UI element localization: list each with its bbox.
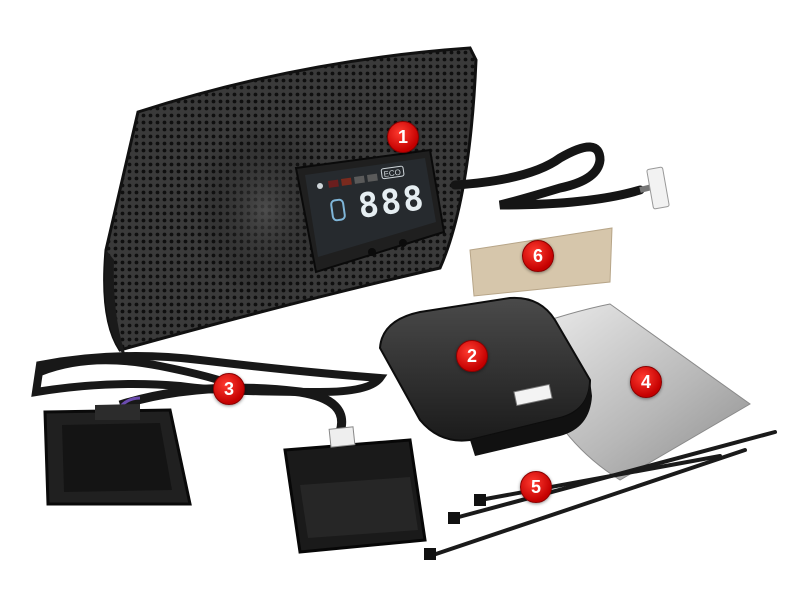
hud-display: ECO 888 <box>294 148 446 274</box>
control-box <box>378 296 592 456</box>
eco-indicator: ECO <box>380 165 405 180</box>
digit-readout: 888 <box>356 178 428 227</box>
car-icon <box>330 198 346 222</box>
box-connector-port <box>513 383 553 407</box>
obd-female-socket <box>283 426 427 554</box>
eco-label: ECO <box>383 168 401 179</box>
badge-item-1: 1 <box>387 121 419 153</box>
status-segments <box>328 173 378 188</box>
grille-ribbon-cable <box>450 142 670 210</box>
light-sensor-icon <box>317 183 323 189</box>
badge-item-3: 3 <box>213 373 245 405</box>
badge-item-5: 5 <box>520 471 552 503</box>
obd-male-plug <box>43 404 192 506</box>
cable-ties <box>424 430 777 560</box>
display-button-right <box>399 239 407 247</box>
badge-item-6: 6 <box>522 240 554 272</box>
badge-item-4: 4 <box>630 366 662 398</box>
display-button-left <box>368 248 376 256</box>
speaker-grille-unit <box>103 46 478 362</box>
obd-y-cable <box>31 352 427 554</box>
badge-item-2: 2 <box>456 340 488 372</box>
